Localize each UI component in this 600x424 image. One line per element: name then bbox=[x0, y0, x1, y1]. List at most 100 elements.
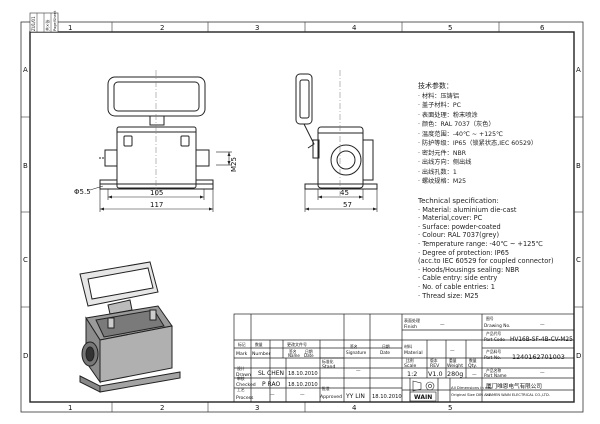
rev-value: V1.0 bbox=[428, 370, 443, 378]
spec-en-line: · Cable entry: side entry bbox=[418, 274, 498, 283]
part-no-value: 1240162701003 bbox=[512, 353, 565, 361]
side-dim-arrows bbox=[305, 195, 377, 211]
front-view bbox=[99, 70, 214, 196]
spec-cn-title: 技术参数： bbox=[418, 82, 453, 90]
zone-left-b: B bbox=[23, 162, 28, 170]
drawing-no-label: Drawing No. bbox=[484, 323, 510, 329]
spec-cn-line: · 温度范围：-40℃ ~ +125℃ bbox=[418, 130, 503, 138]
spec-en-line: · Degree of protection: IP65 bbox=[418, 248, 510, 257]
weight-label: Weight bbox=[447, 363, 463, 369]
revision-corner-block: ZU1/01 共×张 Page/Sheet bbox=[29, 10, 59, 33]
sig-date-label-cn: 日期 bbox=[382, 344, 390, 349]
material-label-cn: 材料 bbox=[404, 343, 412, 349]
qty-label: Qty. bbox=[468, 363, 477, 369]
drawn-date: 18.10.2010 bbox=[288, 371, 318, 377]
zone-ticks bbox=[21, 22, 583, 412]
part-name-label-cn: 产品名称 bbox=[486, 368, 501, 373]
finish-value: — bbox=[440, 323, 445, 328]
zone-right-a: A bbox=[576, 66, 581, 74]
isometric-view bbox=[79, 261, 181, 393]
spec-en-line: (acc.to IEC 60529 for coupled connector) bbox=[418, 257, 554, 266]
checked-label: Checked bbox=[236, 382, 256, 388]
company-logo: WAIN bbox=[409, 391, 437, 402]
finish-label: Finish bbox=[404, 324, 417, 330]
approved-label: Approved bbox=[320, 394, 342, 400]
svg-text:WAIN: WAIN bbox=[414, 394, 432, 401]
name-label-cn: 签名 bbox=[289, 349, 297, 354]
zone-left-c: C bbox=[23, 256, 28, 264]
standard-label-cn: 标准化 bbox=[322, 359, 334, 364]
outer-border bbox=[20, 21, 584, 413]
spec-en-line: · Temperature range: -40℃ ~ +125℃ bbox=[418, 239, 543, 248]
spec-en-line: · Material,cover: PC bbox=[418, 214, 483, 223]
rev-label-cn: 版本 bbox=[430, 358, 438, 363]
content-label-cn: 更改文件号 bbox=[287, 341, 307, 347]
zone-bottom-1: 1 bbox=[68, 404, 72, 412]
side-dimensions bbox=[304, 189, 378, 212]
mark-label-cn: 标记 bbox=[238, 342, 246, 347]
zone-right-d: D bbox=[576, 352, 581, 360]
material-value: — bbox=[450, 349, 455, 354]
rev-label: REV bbox=[430, 363, 440, 369]
scale-value: 1:2 bbox=[407, 370, 417, 378]
process-label: Process bbox=[236, 395, 254, 401]
weight-value: 280g bbox=[447, 370, 463, 378]
side-view bbox=[295, 70, 378, 196]
zone-top-1: 1 bbox=[68, 24, 72, 32]
scale-label: Scale bbox=[404, 363, 417, 369]
zone-top-3: 3 bbox=[255, 24, 259, 32]
spec-en-line: · Colour: RAL 7037(grey) bbox=[418, 231, 500, 240]
spec-cn-line: · 表面处理：粉末喷涂 bbox=[418, 111, 478, 119]
units-line2: Original Size DIN A 4 bbox=[451, 392, 491, 397]
finish-label-cn: 表面处理 bbox=[404, 317, 420, 323]
standard-value: — bbox=[356, 369, 361, 374]
dim-105: 105 bbox=[150, 189, 163, 197]
sig-date-label: Date bbox=[380, 350, 390, 355]
rev-sheet-sub: Page/Sheet bbox=[53, 10, 57, 31]
dim-117: 117 bbox=[150, 201, 163, 209]
zone-right-c: C bbox=[576, 256, 581, 264]
zone-left-d: D bbox=[23, 352, 28, 360]
dim-57: 57 bbox=[343, 201, 352, 209]
standard-label: Stand bbox=[322, 364, 335, 370]
approved-name: YY LIN bbox=[345, 393, 365, 400]
part-name-value: — bbox=[540, 371, 545, 376]
spec-en-block: Technical specification: · Material: alu… bbox=[418, 197, 554, 300]
part-code-label: Part Code bbox=[484, 337, 505, 343]
spec-cn-line: · 盖子材料：PC bbox=[418, 102, 461, 109]
zone-top-4: 4 bbox=[352, 24, 357, 32]
signature-label: Signature bbox=[346, 350, 367, 355]
zone-left-a: A bbox=[23, 66, 28, 74]
zone-bottom-4: 4 bbox=[352, 404, 357, 412]
part-no-label-cn: 产品料号 bbox=[486, 349, 501, 354]
date-label: Date bbox=[304, 353, 314, 358]
projection-symbol-icon bbox=[412, 380, 435, 392]
company-name-cn: 厦门唯恩电气有限公司 bbox=[486, 382, 542, 390]
spec-cn-line: · 防护等级：IP65（锁紧状态,IEC 60529） bbox=[418, 140, 538, 147]
zone-top-6: 6 bbox=[540, 24, 545, 32]
scale-label-cn: 比例 bbox=[406, 358, 414, 363]
name-label: Name bbox=[288, 353, 300, 358]
spec-en-line: · Thread size: M25 bbox=[418, 291, 479, 300]
approved-date: 18.10.2010 bbox=[372, 394, 402, 400]
process-date: — bbox=[300, 393, 305, 398]
signature-label-cn: 签名 bbox=[350, 344, 358, 349]
zone-bottom-5: 5 bbox=[448, 404, 452, 412]
drawn-name: SL CHEN bbox=[258, 370, 284, 377]
process-name: — bbox=[270, 393, 275, 398]
weight-label-cn: 重量 bbox=[449, 358, 457, 363]
approved-label-cn: 批准 bbox=[322, 386, 330, 391]
spec-en-title: Technical specification: bbox=[418, 197, 499, 205]
material-label: Material bbox=[404, 350, 423, 356]
spec-cn-line: · 材料：压铸铝 bbox=[418, 92, 460, 100]
spec-en-line: · No. of cable entries: 1 bbox=[418, 282, 495, 291]
dim-m25-front: M25 bbox=[230, 157, 238, 172]
spec-cn-line: · 出线孔数：1 bbox=[418, 168, 457, 176]
spec-en-line: · Surface: powder-coated bbox=[418, 222, 501, 231]
company-name-en: XIAMEN WAIN ELECTRICAL CO.,LTD. bbox=[486, 393, 550, 397]
drawing-no-label-cn: 图号 bbox=[486, 316, 494, 321]
process-label-cn: 工艺 bbox=[237, 387, 245, 392]
checked-label-cn: 审核 bbox=[237, 376, 245, 381]
dim-45: 45 bbox=[340, 189, 349, 197]
